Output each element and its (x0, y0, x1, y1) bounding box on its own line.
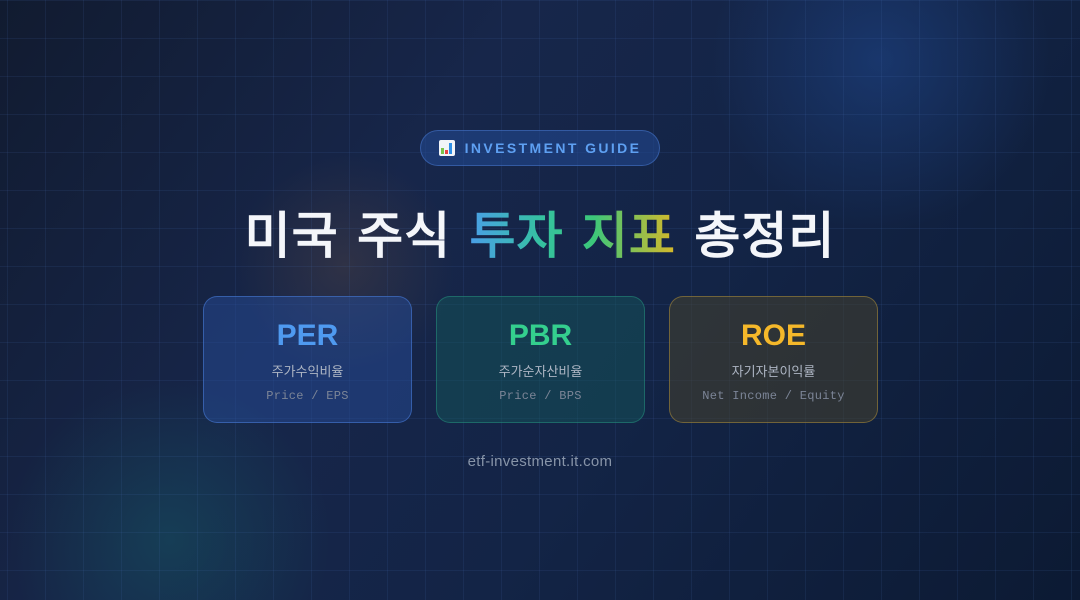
bar-chart-icon (438, 140, 455, 156)
card-korean-name: 자기자본이익률 (731, 365, 816, 380)
card-formula: Price / BPS (499, 389, 582, 403)
investment-guide-badge: INVESTMENT GUIDE (420, 130, 660, 166)
title-prefix: 미국 주식 (244, 207, 470, 265)
badge-label: INVESTMENT GUIDE (464, 140, 642, 156)
card-formula: Net Income / Equity (702, 389, 845, 403)
card-abbr: ROE (740, 319, 806, 352)
site-url: etf-investment.it.com (467, 453, 613, 470)
page-title: 미국 주식 투자 지표 총정리 (0, 196, 1080, 268)
card-abbr: PBR (508, 319, 573, 352)
title-suffix: 총정리 (675, 207, 836, 265)
card-korean-name: 주가순자산비율 (498, 365, 583, 380)
metric-card-pbr: PBR 주가순자산비율 Price / BPS (436, 296, 645, 423)
metric-card-roe: ROE 자기자본이익률 Net Income / Equity (669, 296, 878, 423)
metric-cards: PER 주가수익비율 Price / EPS PBR 주가순자산비율 Price… (203, 296, 878, 423)
card-korean-name: 주가수익비율 (271, 365, 344, 380)
card-formula: Price / EPS (266, 389, 349, 403)
card-abbr: PER (276, 319, 339, 352)
metric-card-per: PER 주가수익비율 Price / EPS (203, 296, 412, 423)
title-highlight: 투자 지표 (469, 207, 676, 265)
